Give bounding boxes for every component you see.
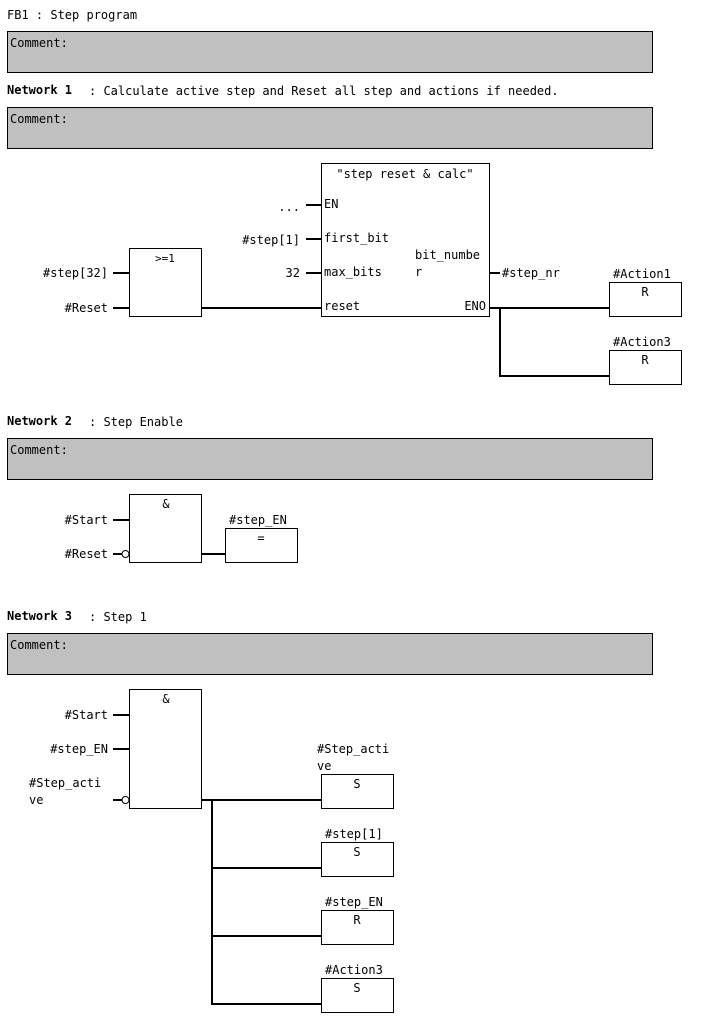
pin-en: EN <box>324 197 338 211</box>
n3-input-step-active-wrap[interactable]: ve <box>29 793 43 807</box>
comment-label: Comment: <box>10 112 68 126</box>
coil-type: R <box>641 353 649 367</box>
coil-operand-wrap[interactable]: ve <box>317 759 331 773</box>
output-step-nr[interactable]: #step_nr <box>502 266 560 280</box>
coil-operand[interactable]: #Action1 <box>613 267 671 281</box>
network-2-label[interactable]: Network 2 <box>7 414 73 428</box>
block-name: "step reset & calc" <box>336 167 473 181</box>
negation-circle <box>121 796 130 804</box>
en-value[interactable]: ... <box>278 200 300 214</box>
n3-input-start[interactable]: #Start <box>65 708 108 722</box>
coil-step1[interactable] <box>321 842 394 877</box>
coil-type: S <box>353 845 360 859</box>
coil-action3-set[interactable] <box>321 978 394 1013</box>
coil-type: R <box>353 913 361 927</box>
or-input-2[interactable]: #Reset <box>65 301 108 315</box>
coil-type: = <box>257 531 264 545</box>
pin-bit-number: bit_numbe <box>415 248 480 262</box>
coil-step-active[interactable] <box>321 774 394 809</box>
pin-max-bits: max_bits <box>324 265 382 279</box>
n3-input-step-active[interactable]: #Step_acti <box>29 776 101 790</box>
coil-action1[interactable] <box>609 282 682 317</box>
coil-operand[interactable]: #step[1] <box>325 827 383 841</box>
block-comment-box[interactable]: Comment: <box>7 31 653 73</box>
n3-branch-wire <box>211 800 322 1005</box>
network-2-title[interactable]: : Step Enable <box>89 415 183 429</box>
or-box[interactable] <box>129 248 202 317</box>
n2-input-reset[interactable]: #Reset <box>65 547 108 561</box>
coil-step-en-reset[interactable] <box>321 910 394 945</box>
comment-label: Comment: <box>10 638 68 652</box>
network-3-comment-box[interactable]: Comment: <box>7 633 653 675</box>
network-1-title[interactable]: : Calculate active step and Reset all st… <box>89 84 559 98</box>
eno-wire-2 <box>499 308 609 377</box>
coil-operand[interactable]: #step_EN <box>325 895 383 909</box>
and-box-label: & <box>162 497 170 511</box>
coil-step-en[interactable] <box>225 528 298 563</box>
coil-operand[interactable]: #Action3 <box>325 963 383 977</box>
first-bit-value[interactable]: #step[1] <box>242 233 300 247</box>
coil-type: R <box>641 285 649 299</box>
or-box-label: >=1 <box>155 252 175 265</box>
pin-bit-number-wrap: r <box>415 265 422 279</box>
negation-circle <box>121 550 130 558</box>
n3-input-step-en[interactable]: #step_EN <box>50 742 108 756</box>
pin-reset: reset <box>324 299 360 313</box>
pin-first-bit: first_bit <box>324 231 389 245</box>
pin-eno: ENO <box>464 299 486 313</box>
coil-operand[interactable]: #step_EN <box>229 513 287 527</box>
coil-operand[interactable]: #Action3 <box>613 335 671 349</box>
network-1-comment-box[interactable]: Comment: <box>7 107 653 149</box>
coil-type: S <box>353 981 360 995</box>
max-bits-value[interactable]: 32 <box>286 266 300 280</box>
or-input-1[interactable]: #step[32] <box>43 266 108 280</box>
network-3-label[interactable]: Network 3 <box>7 609 73 623</box>
coil-operand[interactable]: #Step_acti <box>317 742 389 756</box>
comment-label: Comment: <box>10 443 68 457</box>
and-box-n3[interactable] <box>129 689 202 809</box>
coil-type: S <box>353 777 360 791</box>
coil-action3[interactable] <box>609 350 682 385</box>
n2-input-start[interactable]: #Start <box>65 513 108 527</box>
network-3-title[interactable]: : Step 1 <box>89 610 147 624</box>
network-1-label[interactable]: Network 1 <box>7 83 73 97</box>
and-box-n2[interactable] <box>129 494 202 563</box>
comment-label: Comment: <box>10 36 68 50</box>
and-box-label: & <box>162 692 170 706</box>
network-2-comment-box[interactable]: Comment: <box>7 438 653 480</box>
block-title: FB1 : Step program <box>7 8 138 22</box>
